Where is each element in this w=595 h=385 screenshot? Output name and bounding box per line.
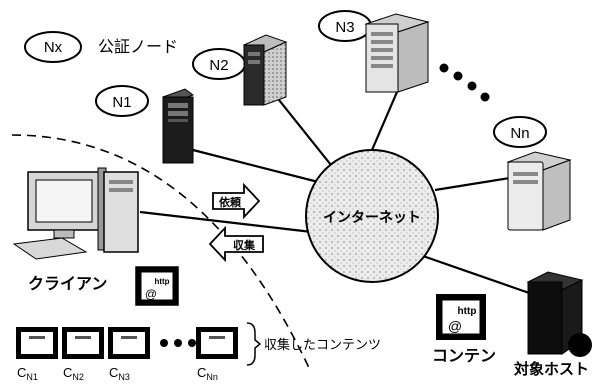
boundary-dashed-arc: [11, 134, 311, 371]
http-browser-icon: http @: [135, 266, 179, 306]
collected-contents-label: 収集したコンテンツ: [264, 337, 381, 352]
content-item-label: CNn: [197, 365, 218, 380]
internet-cloud: インターネット: [305, 149, 439, 283]
svg-text:http: http: [154, 277, 169, 286]
connection-lines: [139, 84, 536, 297]
node-nn-label: Nn: [510, 125, 529, 142]
right-brace: [246, 322, 262, 366]
target-side: http @ コンテン 対象ホスト: [432, 271, 592, 378]
node-nn-ellipse: [493, 116, 547, 148]
content-item-label: CN1: [17, 365, 38, 380]
link-n3: [370, 84, 402, 151]
desktop-computer-icon: [12, 167, 139, 260]
server-rack-icon: [364, 13, 430, 93]
legend: Nx 公証ノード: [24, 31, 178, 63]
content-item-nn: CNn: [196, 327, 238, 382]
node-n1-ellipse: [95, 85, 149, 117]
node-nn: Nn: [493, 116, 572, 231]
more-nodes-dots: [439, 63, 490, 102]
node-n2-label: N2: [209, 57, 228, 74]
link-n2: [274, 94, 336, 171]
request-arrow: 依頼: [212, 182, 261, 220]
client-computer: クライアン http @: [12, 167, 179, 306]
collect-arrow-label: 収集: [233, 238, 256, 252]
content-item-n3: CN3: [108, 327, 150, 382]
internet-label: インターネット: [323, 209, 421, 225]
server-tower-icon: [161, 88, 195, 164]
content-item-n1: CN1: [16, 327, 58, 382]
target-host-label: 対象ホスト: [513, 360, 589, 378]
server-tower-icon: [242, 34, 288, 106]
collect-arrow: 収集: [208, 225, 264, 263]
link-client: [139, 210, 313, 234]
server-tower-icon: [526, 271, 592, 357]
client-label: クライアン: [28, 275, 107, 293]
link-n1: [192, 148, 331, 187]
collected-contents: CN1 CN2 CN3 CNn 収集したコンテンツ: [16, 322, 381, 382]
node-n1-label: N1: [112, 94, 131, 111]
content-ellipsis-dots: [160, 339, 196, 347]
link-nn: [434, 176, 511, 192]
svg-text:http: http: [458, 306, 477, 317]
node-n3-label: N3: [335, 19, 354, 36]
svg-text:@: @: [448, 318, 462, 334]
request-arrow-label: 依頼: [219, 195, 242, 209]
legend-ellipse: [24, 31, 82, 63]
node-n1: N1: [95, 85, 195, 164]
content-label: コンテン: [432, 348, 496, 365]
legend-text: 公証ノード: [98, 38, 178, 56]
node-n3: N3: [318, 10, 430, 93]
content-item-label: CN3: [109, 365, 130, 380]
content-item-n2: CN2: [62, 327, 104, 382]
link-target-host: [419, 253, 536, 297]
svg-text:@: @: [145, 287, 157, 301]
http-browser-icon: http @: [436, 294, 486, 340]
server-tower-icon: [506, 151, 572, 231]
legend-ellipse-label: Nx: [44, 39, 63, 56]
node-n2: N2: [192, 34, 288, 106]
content-item-label: CN2: [63, 365, 84, 380]
